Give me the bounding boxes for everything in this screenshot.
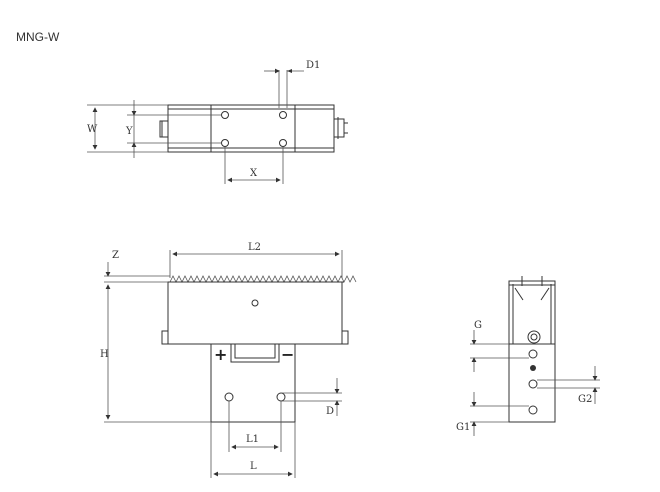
mounting-hole	[279, 139, 287, 147]
dim-label-g: G	[474, 320, 482, 331]
dim-label-l: L	[250, 461, 257, 472]
dim-label-w: W	[87, 124, 98, 135]
dim-label-g2: G2	[578, 394, 592, 405]
heatsink-fins	[169, 275, 357, 283]
side-hole	[528, 349, 538, 359]
plus-terminal: +	[214, 345, 227, 364]
dim-label-l2: L2	[248, 242, 261, 253]
left-connector	[159, 120, 169, 138]
dim-label-x: X	[250, 168, 258, 179]
mounting-hole	[276, 392, 286, 402]
right-foot	[341, 330, 349, 345]
model-title: MNG-W	[16, 30, 60, 44]
side-hole	[528, 405, 538, 415]
side-view-lower-block	[508, 343, 556, 423]
front-view: + − Z L2 H D L1 L	[100, 242, 357, 478]
terminal-block	[230, 343, 280, 363]
side-hole	[528, 379, 538, 389]
dim-label-l1: L1	[246, 434, 259, 445]
right-connector	[333, 118, 345, 138]
minus-terminal: −	[281, 345, 294, 364]
dim-label-h: H	[100, 349, 109, 360]
left-foot	[161, 330, 169, 345]
dim-label-d1: D1	[306, 60, 320, 71]
top-view-body	[167, 104, 335, 153]
side-port	[527, 330, 541, 344]
dim-label-z: Z	[112, 250, 119, 261]
dim-label-y: Y	[125, 126, 133, 137]
mounting-hole	[221, 111, 229, 119]
front-view-main-block	[167, 281, 343, 345]
dim-label-d: D	[326, 406, 334, 417]
dim-label-g1: G1	[456, 422, 470, 433]
mounting-hole	[221, 139, 229, 147]
mounting-hole	[279, 111, 287, 119]
side-view: G G1 G2	[456, 276, 600, 436]
center-screw	[251, 299, 259, 307]
side-hole-filled	[530, 365, 536, 371]
mounting-hole	[224, 392, 234, 402]
top-view: D1 W Y X	[87, 60, 348, 184]
